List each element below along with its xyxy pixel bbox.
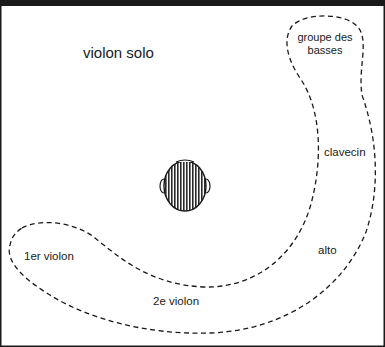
instrument-label: 1er violon	[24, 250, 74, 263]
section-label: groupe des basses	[294, 31, 356, 56]
listener-head	[160, 160, 210, 211]
instrument-label: clavecin	[324, 146, 366, 159]
instrument-label: alto	[318, 244, 337, 257]
instrument-label: 2e violon	[153, 295, 199, 308]
soloist-label: violon solo	[83, 44, 154, 61]
dashed-outline	[9, 16, 375, 333]
